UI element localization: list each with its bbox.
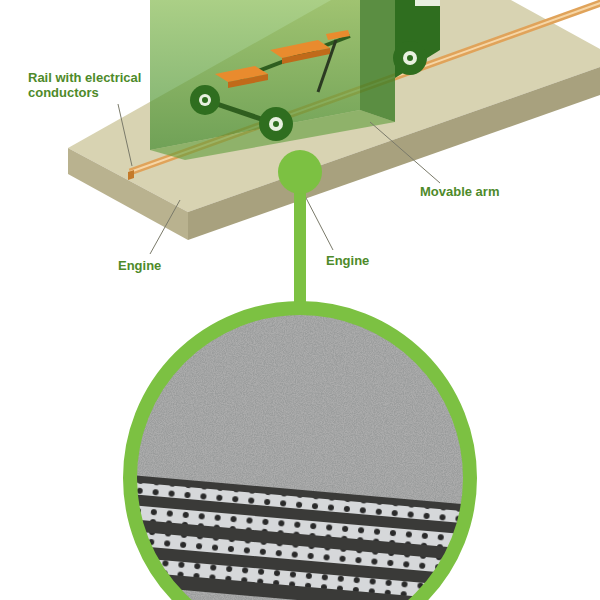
zoom-callout [278, 150, 322, 312]
engine-label: Engine [326, 253, 406, 268]
photo-frame [130, 308, 470, 600]
truck [150, 0, 440, 160]
engine-label: Engine [118, 258, 198, 273]
arm-label: Movable arm [420, 184, 540, 199]
leader-lines [118, 104, 440, 254]
rail-photo [86, 300, 514, 600]
road-slab [68, 0, 600, 240]
rail-label: Rail with electrical conductors [28, 70, 156, 100]
